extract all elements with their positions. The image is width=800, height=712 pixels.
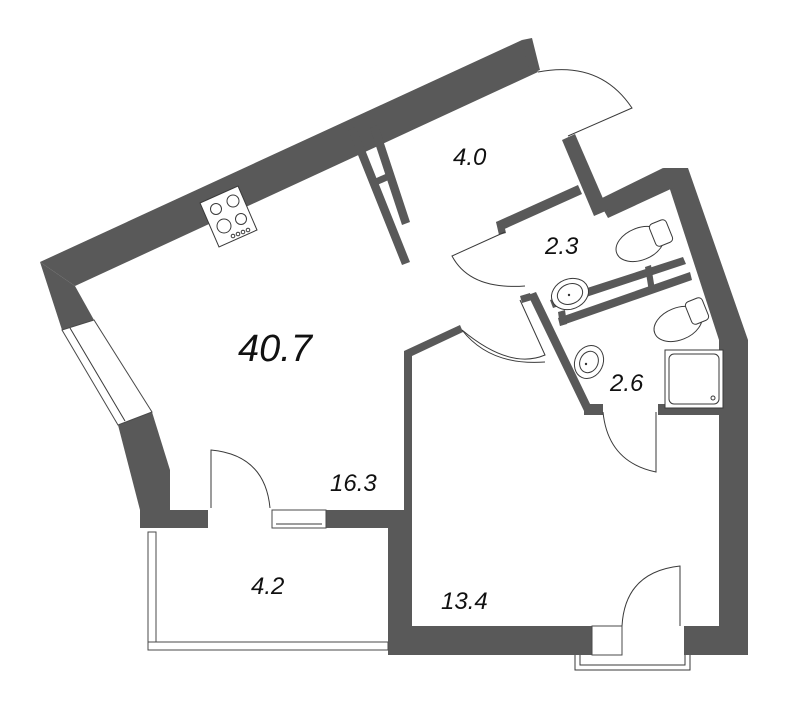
kitchen-stove <box>199 185 258 248</box>
window-balcony-door <box>271 509 327 529</box>
total-area-label: 40.7 <box>238 328 312 370</box>
bathroom-sink <box>573 344 605 380</box>
door-entrance <box>537 69 633 137</box>
outer-walls <box>40 38 748 655</box>
room-area-hall: 4.0 <box>453 144 487 171</box>
door-bathroom-bottom <box>602 411 657 473</box>
door-balcony <box>210 449 271 509</box>
window-bedroom <box>591 625 623 656</box>
room-area-bathroom: 2.6 <box>610 370 644 397</box>
doors <box>210 69 681 627</box>
balcony-railing-left <box>147 531 157 651</box>
door-wc <box>451 231 526 287</box>
window-left <box>61 319 153 426</box>
room-area-balcony: 4.2 <box>251 573 285 600</box>
shower-tray <box>664 349 724 409</box>
inner-walls <box>348 125 719 510</box>
bathroom-toilet <box>653 297 710 343</box>
windows <box>61 319 691 671</box>
door-bathroom <box>461 299 546 360</box>
door-bedroom-bottom <box>621 565 681 627</box>
wc-toilet <box>615 219 674 263</box>
door-bedroom-top <box>461 329 546 363</box>
balcony-railing-bottom <box>147 641 389 651</box>
wc-sink <box>551 277 589 311</box>
room-area-bedroom: 13.4 <box>441 588 488 615</box>
room-area-kitchen-living: 16.3 <box>330 470 377 497</box>
room-area-wc: 2.3 <box>545 233 579 260</box>
